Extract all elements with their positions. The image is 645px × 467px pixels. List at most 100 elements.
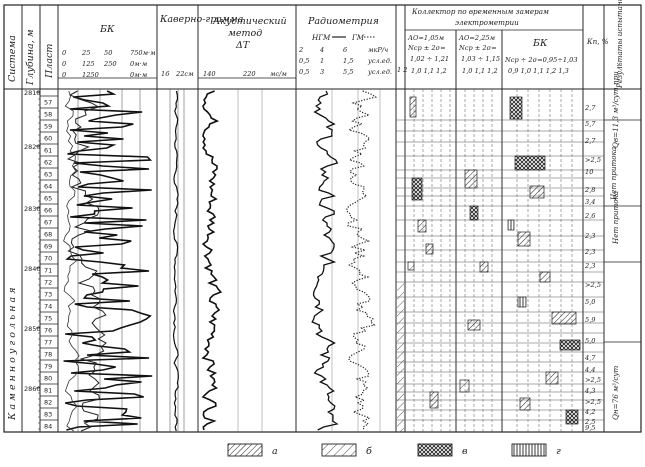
bk-scale-tick: 0м·м [130, 71, 148, 79]
layer-label: 60 [44, 135, 52, 143]
ao1-ticks: 1,0 1,1 1,2 [411, 67, 447, 75]
depth-label: 2810 [24, 89, 41, 97]
cavern-curve [172, 90, 179, 432]
legend-swatch [417, 443, 453, 457]
layer-label: 70 [44, 255, 52, 263]
radio-scale-tick: усл.ед. [367, 68, 392, 76]
layer-label: 69 [44, 243, 52, 251]
collector-block [407, 261, 415, 271]
radio-scale-tick: 4 [319, 46, 324, 54]
collector-block [529, 185, 545, 199]
kp-value: 4,4 [584, 366, 596, 374]
bk-scale-tick: 0м·м [130, 60, 148, 68]
kp-value: >2,5 [585, 281, 601, 289]
kp-value: 2,3 [584, 262, 596, 270]
collector-block [559, 339, 581, 351]
ao1-label: АО=1,05м [407, 34, 445, 42]
collector-block [459, 379, 470, 393]
bk-scale-tick: 250 [103, 60, 117, 68]
header-collector-2: электрометрии [455, 18, 519, 27]
system-value: К а м е н н о у г о л ь н а я [7, 288, 18, 422]
collector-block [411, 177, 423, 201]
ao1-formula: Nср ± 2σ= [407, 44, 446, 52]
col12-hatch [397, 282, 404, 432]
depth-label: 2850 [24, 325, 41, 333]
layer-label: 76 [44, 327, 52, 335]
kp-value: 5,7 [585, 120, 596, 128]
result-text: Нет притока [611, 191, 620, 245]
radio-scale-tick: 1 [320, 57, 324, 65]
depth-label: 2860 [24, 385, 41, 393]
layer-label: 66 [44, 207, 52, 215]
header-gm: ГМ [351, 33, 365, 42]
collector-block [514, 155, 546, 171]
layer-label: 81 [44, 387, 52, 395]
layer-label: 74 [44, 303, 52, 311]
radio-scale-tick: 6 [343, 46, 347, 54]
kp-value: 5,9 [585, 316, 596, 324]
kp-value: 5,0 [585, 337, 596, 345]
ao2-label: АО=2,25м [458, 34, 496, 42]
legend-label: б [366, 446, 372, 457]
bk2-ticks: 0,9 1,0 1,1 1,2 1,3 [508, 67, 569, 75]
acoustic-scale-tick: мс/м [270, 70, 287, 78]
collector-block [467, 319, 481, 331]
layer-label: 68 [44, 231, 52, 239]
radio-scale-tick: 0,5 [299, 68, 310, 76]
layer-label: 77 [44, 339, 52, 347]
header-depth: Глубина, м [25, 29, 36, 86]
legend-swatch [511, 443, 547, 457]
layer-label: 59 [44, 123, 52, 131]
header-labels: Система Глубина, м Пласт БК Каверно-грам… [7, 0, 624, 89]
depth-label: 2830 [24, 205, 41, 213]
collector-block [517, 231, 531, 247]
collector-block [425, 243, 434, 255]
collector-block [409, 96, 417, 118]
header-ngm: НГМ [311, 33, 331, 42]
layer-label: 61 [44, 147, 52, 155]
layer-label: 79 [44, 363, 52, 371]
kp-value: >2,5 [585, 376, 601, 384]
layer-label: 82 [44, 399, 52, 407]
ao2-range: 1,03 ÷ 1,15 [461, 55, 500, 63]
kp-value: 10 [585, 168, 593, 176]
header-acoustic-2: метод [228, 28, 262, 39]
depth-gridlines [77, 89, 604, 432]
kp-value: >2,5 [585, 398, 601, 406]
legend-swatch [321, 443, 357, 457]
kp-value: 2,7 [584, 104, 596, 112]
collector-block [429, 391, 439, 409]
bk-scale-tick: 1250 [82, 71, 99, 79]
header-cavern: Каверно-граммa [159, 14, 244, 25]
collector-block [464, 169, 478, 189]
layer-label: 71 [44, 267, 52, 275]
kp-value: 2,3 [584, 232, 596, 240]
collector-block [545, 371, 559, 385]
kp-value: 4,7 [584, 354, 596, 362]
kp-value: 5,0 [585, 298, 596, 306]
layer-label: 57 [44, 99, 52, 107]
radio-scale-tick: усл.ед. [367, 57, 392, 65]
header-layer: Пласт [44, 44, 55, 79]
acoustic-scale-tick: 140 [203, 70, 216, 78]
column-separators [21, 5, 605, 432]
kp-value: 3,4 [585, 198, 596, 206]
header-radiometry: Радиометрия [307, 16, 379, 27]
kp-value: >2,5 [585, 156, 601, 164]
header-acoustic-3: ΔT [235, 40, 250, 51]
kp-value: 2,7 [584, 137, 596, 145]
acoustic-scale-tick: 220 [242, 70, 256, 78]
cavern-scale-tick: 16 [161, 70, 169, 78]
bk-curve-2 [66, 90, 107, 432]
collector-block [469, 205, 479, 221]
layer-column: 5758596061626364656667686970717273747576… [40, 95, 58, 431]
layer-label: 58 [44, 111, 52, 119]
collector-block [519, 397, 531, 411]
kp-value: 4,2 [584, 408, 596, 416]
layer-label: 63 [44, 171, 52, 179]
kp-value: 9,5 [585, 424, 596, 432]
header-system: Система [7, 35, 18, 82]
